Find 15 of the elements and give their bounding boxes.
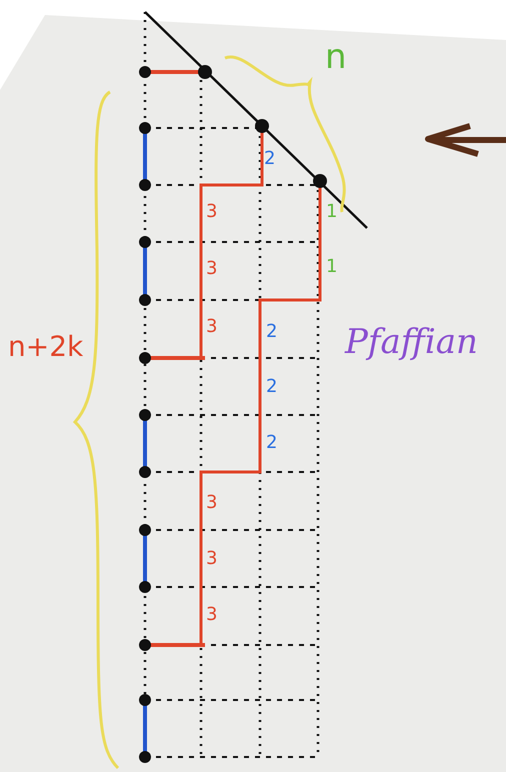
step-weight: 3	[206, 606, 218, 624]
step-weight: 2	[264, 150, 276, 168]
step-weight: 3	[206, 260, 218, 278]
step-weight: 2	[266, 323, 278, 341]
step-weight: 3	[206, 494, 218, 512]
step-weight: 3	[206, 550, 218, 568]
dimension-label: n+2k	[8, 333, 84, 361]
step-weight: 3	[206, 318, 218, 336]
step-weight: 1	[326, 203, 338, 221]
step-weight: 2	[266, 378, 278, 396]
dimension-label: n	[325, 40, 347, 74]
caption-text: Pfaffian	[345, 325, 478, 359]
step-weight: 2	[266, 434, 278, 452]
step-weight: 3	[206, 203, 218, 221]
step-weight: 1	[326, 258, 338, 276]
